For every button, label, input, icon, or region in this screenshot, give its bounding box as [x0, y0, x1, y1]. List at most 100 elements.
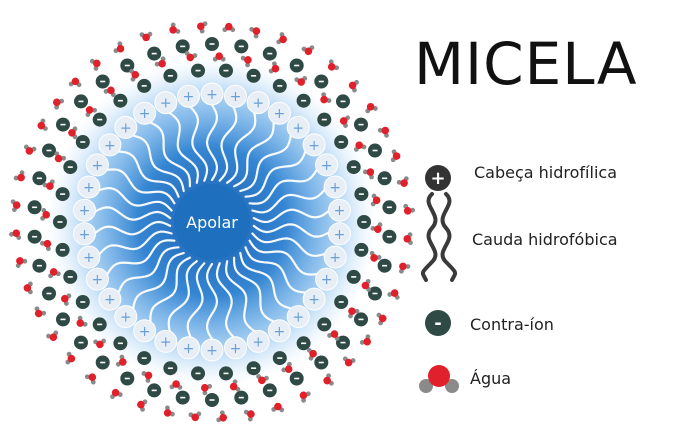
tail-line	[252, 208, 330, 224]
head-sign: +	[83, 250, 95, 266]
water-molecule	[34, 306, 47, 318]
water-molecule	[137, 399, 148, 412]
tail-line	[233, 256, 275, 323]
oxygen-atom	[215, 52, 223, 60]
oxygen-atom	[392, 152, 401, 160]
counter-ion	[336, 335, 350, 350]
tail-line	[244, 150, 307, 198]
counter-ion	[163, 68, 178, 83]
hydrogen-atom	[13, 175, 19, 181]
counter-ion	[262, 383, 277, 398]
head-sign: +	[120, 120, 132, 136]
counter-ion	[42, 143, 56, 158]
hydrophilic-head: +	[73, 198, 96, 222]
oxygen-atom	[378, 314, 387, 323]
water-molecule	[141, 371, 153, 383]
hydrophilic-head: +	[302, 287, 326, 311]
oxygen-atom	[327, 63, 336, 71]
water-molecule	[188, 411, 202, 422]
head-circle	[246, 91, 270, 115]
head-sign: +	[292, 310, 304, 326]
tail-line	[117, 150, 180, 198]
water-molecule	[390, 149, 401, 163]
water-molecule	[15, 257, 28, 268]
counter-ion	[32, 171, 47, 186]
hydrophilic-head: +	[328, 222, 351, 246]
counter-ion	[113, 336, 128, 351]
water-molecule	[348, 79, 359, 93]
oxygen-atom	[46, 182, 54, 190]
head-circle	[73, 198, 96, 222]
head-sign: +	[329, 180, 341, 196]
hydrogen-atom	[377, 127, 383, 133]
counter-ion	[27, 229, 42, 244]
tail-line	[224, 260, 256, 333]
hydrophilic-head: +	[133, 101, 157, 125]
hydrophilic-head: +	[323, 245, 347, 269]
hydrogen-atom	[154, 61, 160, 67]
head-circle	[73, 222, 96, 246]
hydrogen-atom	[92, 107, 97, 113]
tail-line	[167, 260, 198, 333]
water-molecule	[353, 141, 367, 152]
tail-line	[248, 168, 318, 205]
oxygen-atom	[403, 235, 412, 243]
counter-ion	[42, 286, 56, 301]
hydrogen-atom	[61, 155, 66, 161]
water-molecule	[76, 315, 88, 327]
oxygen-atom	[137, 400, 145, 409]
water-molecule	[339, 115, 351, 128]
oxygen-atom	[219, 413, 227, 422]
hydrogen-atom	[245, 62, 250, 68]
head-sign: +	[160, 334, 172, 350]
head-sign: +	[79, 227, 91, 243]
head-sign: +	[104, 138, 116, 154]
counter-ion	[137, 351, 152, 366]
oxygen-atom	[344, 358, 353, 367]
head-sign: +	[274, 106, 286, 122]
water-molecule	[103, 86, 116, 98]
counter-ion	[175, 390, 190, 405]
oxygen-atom	[370, 254, 378, 262]
oxygen-atom	[197, 22, 205, 31]
counter-ion	[191, 63, 205, 78]
water-molecule	[306, 348, 317, 361]
head-sign: +	[274, 324, 286, 340]
water-molecule	[85, 106, 97, 117]
tail-line	[186, 262, 206, 339]
head-sign: +	[308, 138, 320, 154]
hydrophilic-head: +	[267, 101, 291, 125]
hydrogen-atom	[301, 397, 306, 403]
head-circle	[85, 267, 109, 291]
tail-line	[117, 246, 180, 294]
counter-ion	[234, 39, 249, 54]
head-circle	[77, 245, 101, 269]
hydrogen-atom	[117, 41, 123, 47]
oxygen-atom	[355, 141, 364, 150]
hydrogen-atom	[354, 308, 360, 314]
oxygen-atom	[25, 147, 34, 155]
oxygen-atom	[43, 239, 52, 248]
counter-ion	[334, 135, 349, 149]
oxygen-atom	[363, 337, 372, 346]
counter-ion	[368, 286, 382, 301]
tail-line	[239, 134, 292, 193]
counter-ion	[75, 295, 90, 309]
oxygen-atom	[172, 380, 180, 388]
tail-line	[132, 251, 185, 310]
hydrophilic-head: +	[177, 84, 200, 108]
legend-water-label: Água	[470, 369, 512, 388]
oxygen-atom	[348, 307, 356, 316]
oxygen-atom	[201, 383, 209, 392]
head-circle	[154, 329, 178, 353]
counter-ion	[346, 269, 361, 284]
hydrophilic-head: +	[73, 222, 96, 246]
water-molecule	[197, 21, 208, 34]
oxygen-atom	[366, 168, 375, 176]
counter-ion	[53, 215, 67, 229]
hydrophilic-head: +	[85, 153, 109, 177]
oxygen-atom	[85, 106, 94, 114]
counter-ion	[191, 366, 205, 381]
counter-ion	[75, 135, 90, 149]
